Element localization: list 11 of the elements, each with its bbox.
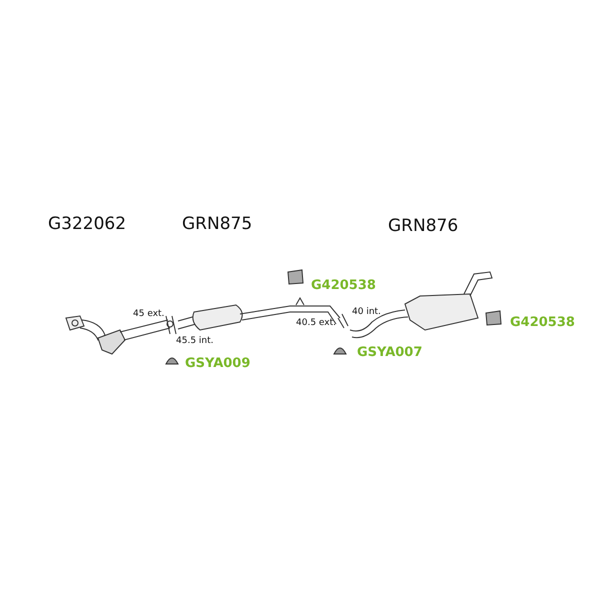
dimension-label: 40 int. xyxy=(352,308,381,317)
part-number: G420538 xyxy=(311,279,376,292)
part-number: GRN876 xyxy=(388,218,458,235)
dimension-label: 45 ext. xyxy=(133,310,164,319)
dimension-label: 45.5 int. xyxy=(176,337,214,346)
part-number: GRN875 xyxy=(182,216,252,233)
part-number: G322062 xyxy=(48,216,126,233)
part-number: GSYA009 xyxy=(185,357,250,370)
part-number: GSYA007 xyxy=(357,346,422,359)
dimension-label: 40.5 ext. xyxy=(296,319,336,328)
part-number: G420538 xyxy=(510,316,575,329)
